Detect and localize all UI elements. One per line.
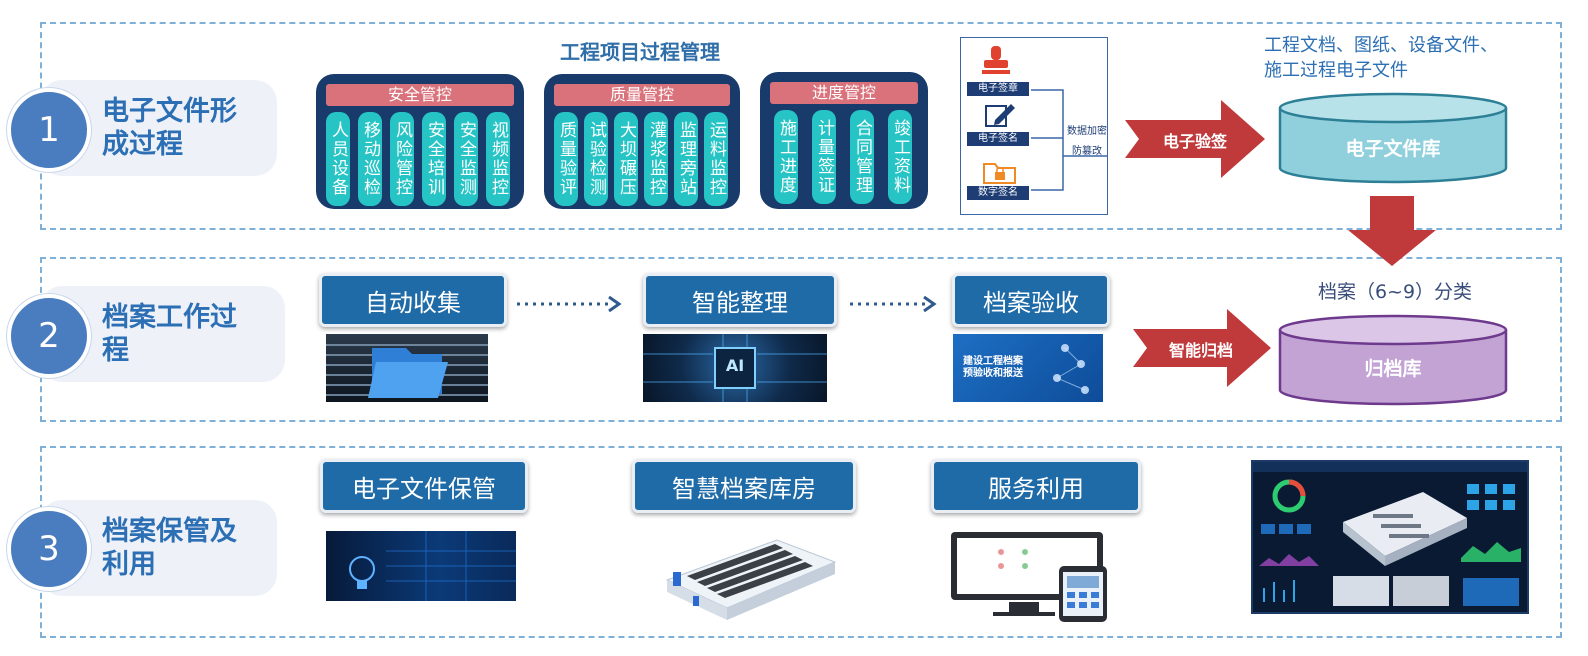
step-3-number: 3 xyxy=(38,529,60,569)
pill-item: 大坝碾压 xyxy=(614,112,638,206)
archive-room-image xyxy=(657,520,837,624)
pill-item: 视频监控 xyxy=(486,112,510,206)
pill-item: 风险管控 xyxy=(390,112,414,206)
smart-archive-room-button[interactable]: 智慧档案库房 xyxy=(632,459,856,513)
flow-arrow-1 xyxy=(517,296,622,312)
smart-archive-label: 智能归档 xyxy=(1168,341,1233,360)
pill-item: 试验检测 xyxy=(584,112,608,206)
archive-acceptance-button[interactable]: 档案验收 xyxy=(952,273,1110,327)
pill-item: 安全培训 xyxy=(422,112,446,206)
step-2-number: 2 xyxy=(38,316,60,356)
signature-item-1: 电子签章 xyxy=(967,82,1029,96)
archive-database: 归档库 xyxy=(1278,314,1508,406)
schedule-control-group: 进度管控 施工进度 计量签证 合同管理 竣工资料 xyxy=(760,72,928,209)
pill-item: 移动巡检 xyxy=(358,112,382,206)
smart-organize-button[interactable]: 智能整理 xyxy=(643,273,837,327)
archive-database-label: 归档库 xyxy=(1364,358,1422,380)
folder-lock-icon xyxy=(983,163,1016,184)
smart-archive-arrow: 智能归档 xyxy=(1133,309,1271,387)
signature-connector-lines xyxy=(1031,89,1107,191)
tamper-proof-label: 防篡改 xyxy=(1072,146,1102,157)
pill-item: 计量签证 xyxy=(812,110,836,204)
flow-arrow-2 xyxy=(850,296,937,312)
efile-database: 电子文件库 xyxy=(1278,92,1508,184)
classification-label: 档案（6~9）分类 xyxy=(1317,281,1473,303)
step-1-number: 1 xyxy=(38,110,60,150)
pill-item: 质量验评 xyxy=(554,112,578,206)
signature-item-2: 电子签名 xyxy=(967,132,1029,146)
pill-item: 竣工资料 xyxy=(888,110,912,204)
pill-item: 监理旁站 xyxy=(674,112,698,206)
group-head-safety: 安全管控 xyxy=(326,84,514,106)
step-1-label-text: 电子文件形成过程 xyxy=(102,96,237,160)
ai-chip-label: AI xyxy=(725,356,745,375)
dashboard-image xyxy=(1251,460,1529,614)
acceptance-image-text-1: 建设工程档案 xyxy=(963,356,1023,367)
group-head-schedule: 进度管控 xyxy=(770,82,918,104)
step-1-circle: 1 xyxy=(7,88,91,172)
signature-panel: 电子签章 电子签名 数字签名 数据加密 防篡改 xyxy=(960,37,1108,215)
down-arrow-icon xyxy=(1348,196,1436,266)
group-head-quality: 质量管控 xyxy=(554,84,730,106)
process-title: 工程项目过程管理 xyxy=(560,40,720,64)
devices-image xyxy=(949,530,1109,624)
acceptance-image-text-2: 预验收和报送 xyxy=(963,368,1023,379)
e-sign-verify-label: 电子验签 xyxy=(1162,132,1227,151)
efile-db-note-line-2: 施工过程电子文件 xyxy=(1264,60,1408,81)
acceptance-image: 建设工程档案 预验收和报送 xyxy=(953,334,1103,402)
pill-item: 人员设备 xyxy=(326,112,350,206)
signature-item-3: 数字签名 xyxy=(967,186,1029,200)
pill-item: 施工进度 xyxy=(774,110,798,204)
efile-database-label: 电子文件库 xyxy=(1345,138,1441,160)
pen-edit-icon xyxy=(985,104,1015,127)
quality-control-group: 质量管控 质量验评 试验检测 大坝碾压 灌浆监控 监理旁站 运料监控 xyxy=(544,74,740,209)
stamp-icon xyxy=(982,46,1010,74)
e-file-storage-button[interactable]: 电子文件保管 xyxy=(320,459,528,513)
folder-data-image xyxy=(326,334,488,402)
step-3-label-text: 档案保管及利用 xyxy=(102,516,237,580)
safety-control-group: 安全管控 人员设备 移动巡检 风险管控 安全培训 安全监测 视频监控 xyxy=(316,74,524,209)
step-2-label-text: 档案工作过程 xyxy=(102,302,237,366)
lightbulb-tech-image xyxy=(326,531,516,601)
step-3-circle: 3 xyxy=(7,507,91,591)
e-sign-verify-arrow: 电子验签 xyxy=(1125,100,1265,178)
pill-item: 安全监测 xyxy=(454,112,478,206)
efile-db-note: 工程文档、图纸、设备文件、 施工过程电子文件 xyxy=(1264,33,1554,83)
pill-item: 灌浆监控 xyxy=(644,112,668,206)
encryption-label: 数据加密 xyxy=(1067,126,1107,137)
step-3-label: 档案保管及利用 xyxy=(40,500,277,596)
ai-chip-image: AI xyxy=(643,334,827,402)
step-2-circle: 2 xyxy=(7,294,91,378)
auto-collect-button[interactable]: 自动收集 xyxy=(319,273,507,327)
service-use-button[interactable]: 服务利用 xyxy=(931,459,1141,513)
pill-item: 运料监控 xyxy=(704,112,728,206)
efile-db-note-line-1: 工程文档、图纸、设备文件、 xyxy=(1264,35,1498,56)
pill-item: 合同管理 xyxy=(850,110,874,204)
